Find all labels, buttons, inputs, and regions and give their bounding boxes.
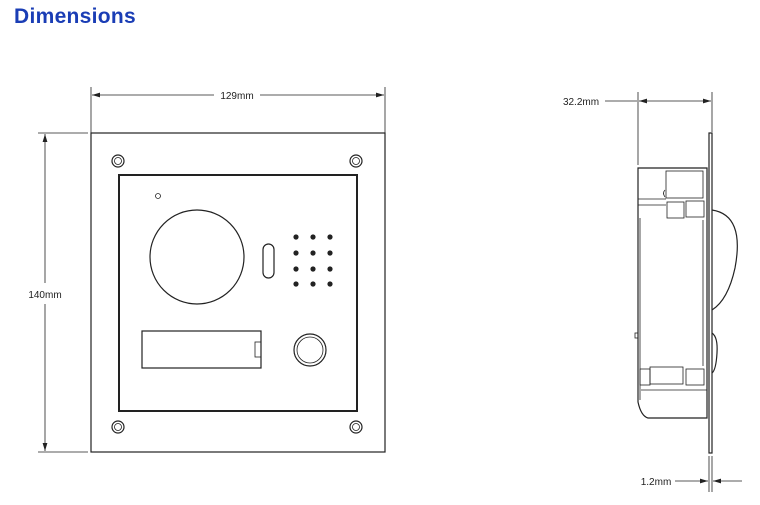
housing [637,167,708,419]
inner-panel [118,174,358,412]
front-view: 129mm 140mm [28,87,386,453]
plate-thickness-dimension: 1.2mm [641,456,742,492]
height-label: 140mm [28,290,61,301]
speaker-grille [293,234,333,287]
call-button [293,333,327,367]
depth-label: 32.2mm [563,97,599,108]
camera-lens [149,209,245,305]
outer-plate [90,132,386,453]
width-label: 129mm [220,91,253,102]
width-dimension: 129mm [90,87,386,133]
page-title: Dimensions [14,5,137,28]
side-view: 32.2mm 1.2mm [563,92,742,492]
mic-hole [155,193,161,199]
front-plate [708,132,713,454]
screw-holes [111,154,363,434]
height-dimension: 140mm [28,132,88,453]
button-profile [711,332,718,374]
plate-thickness-label: 1.2mm [641,477,672,488]
light-sensor-slot [262,243,275,279]
camera-dome [711,209,738,311]
depth-dimension: 32.2mm [563,92,713,165]
name-label-window [141,330,262,369]
